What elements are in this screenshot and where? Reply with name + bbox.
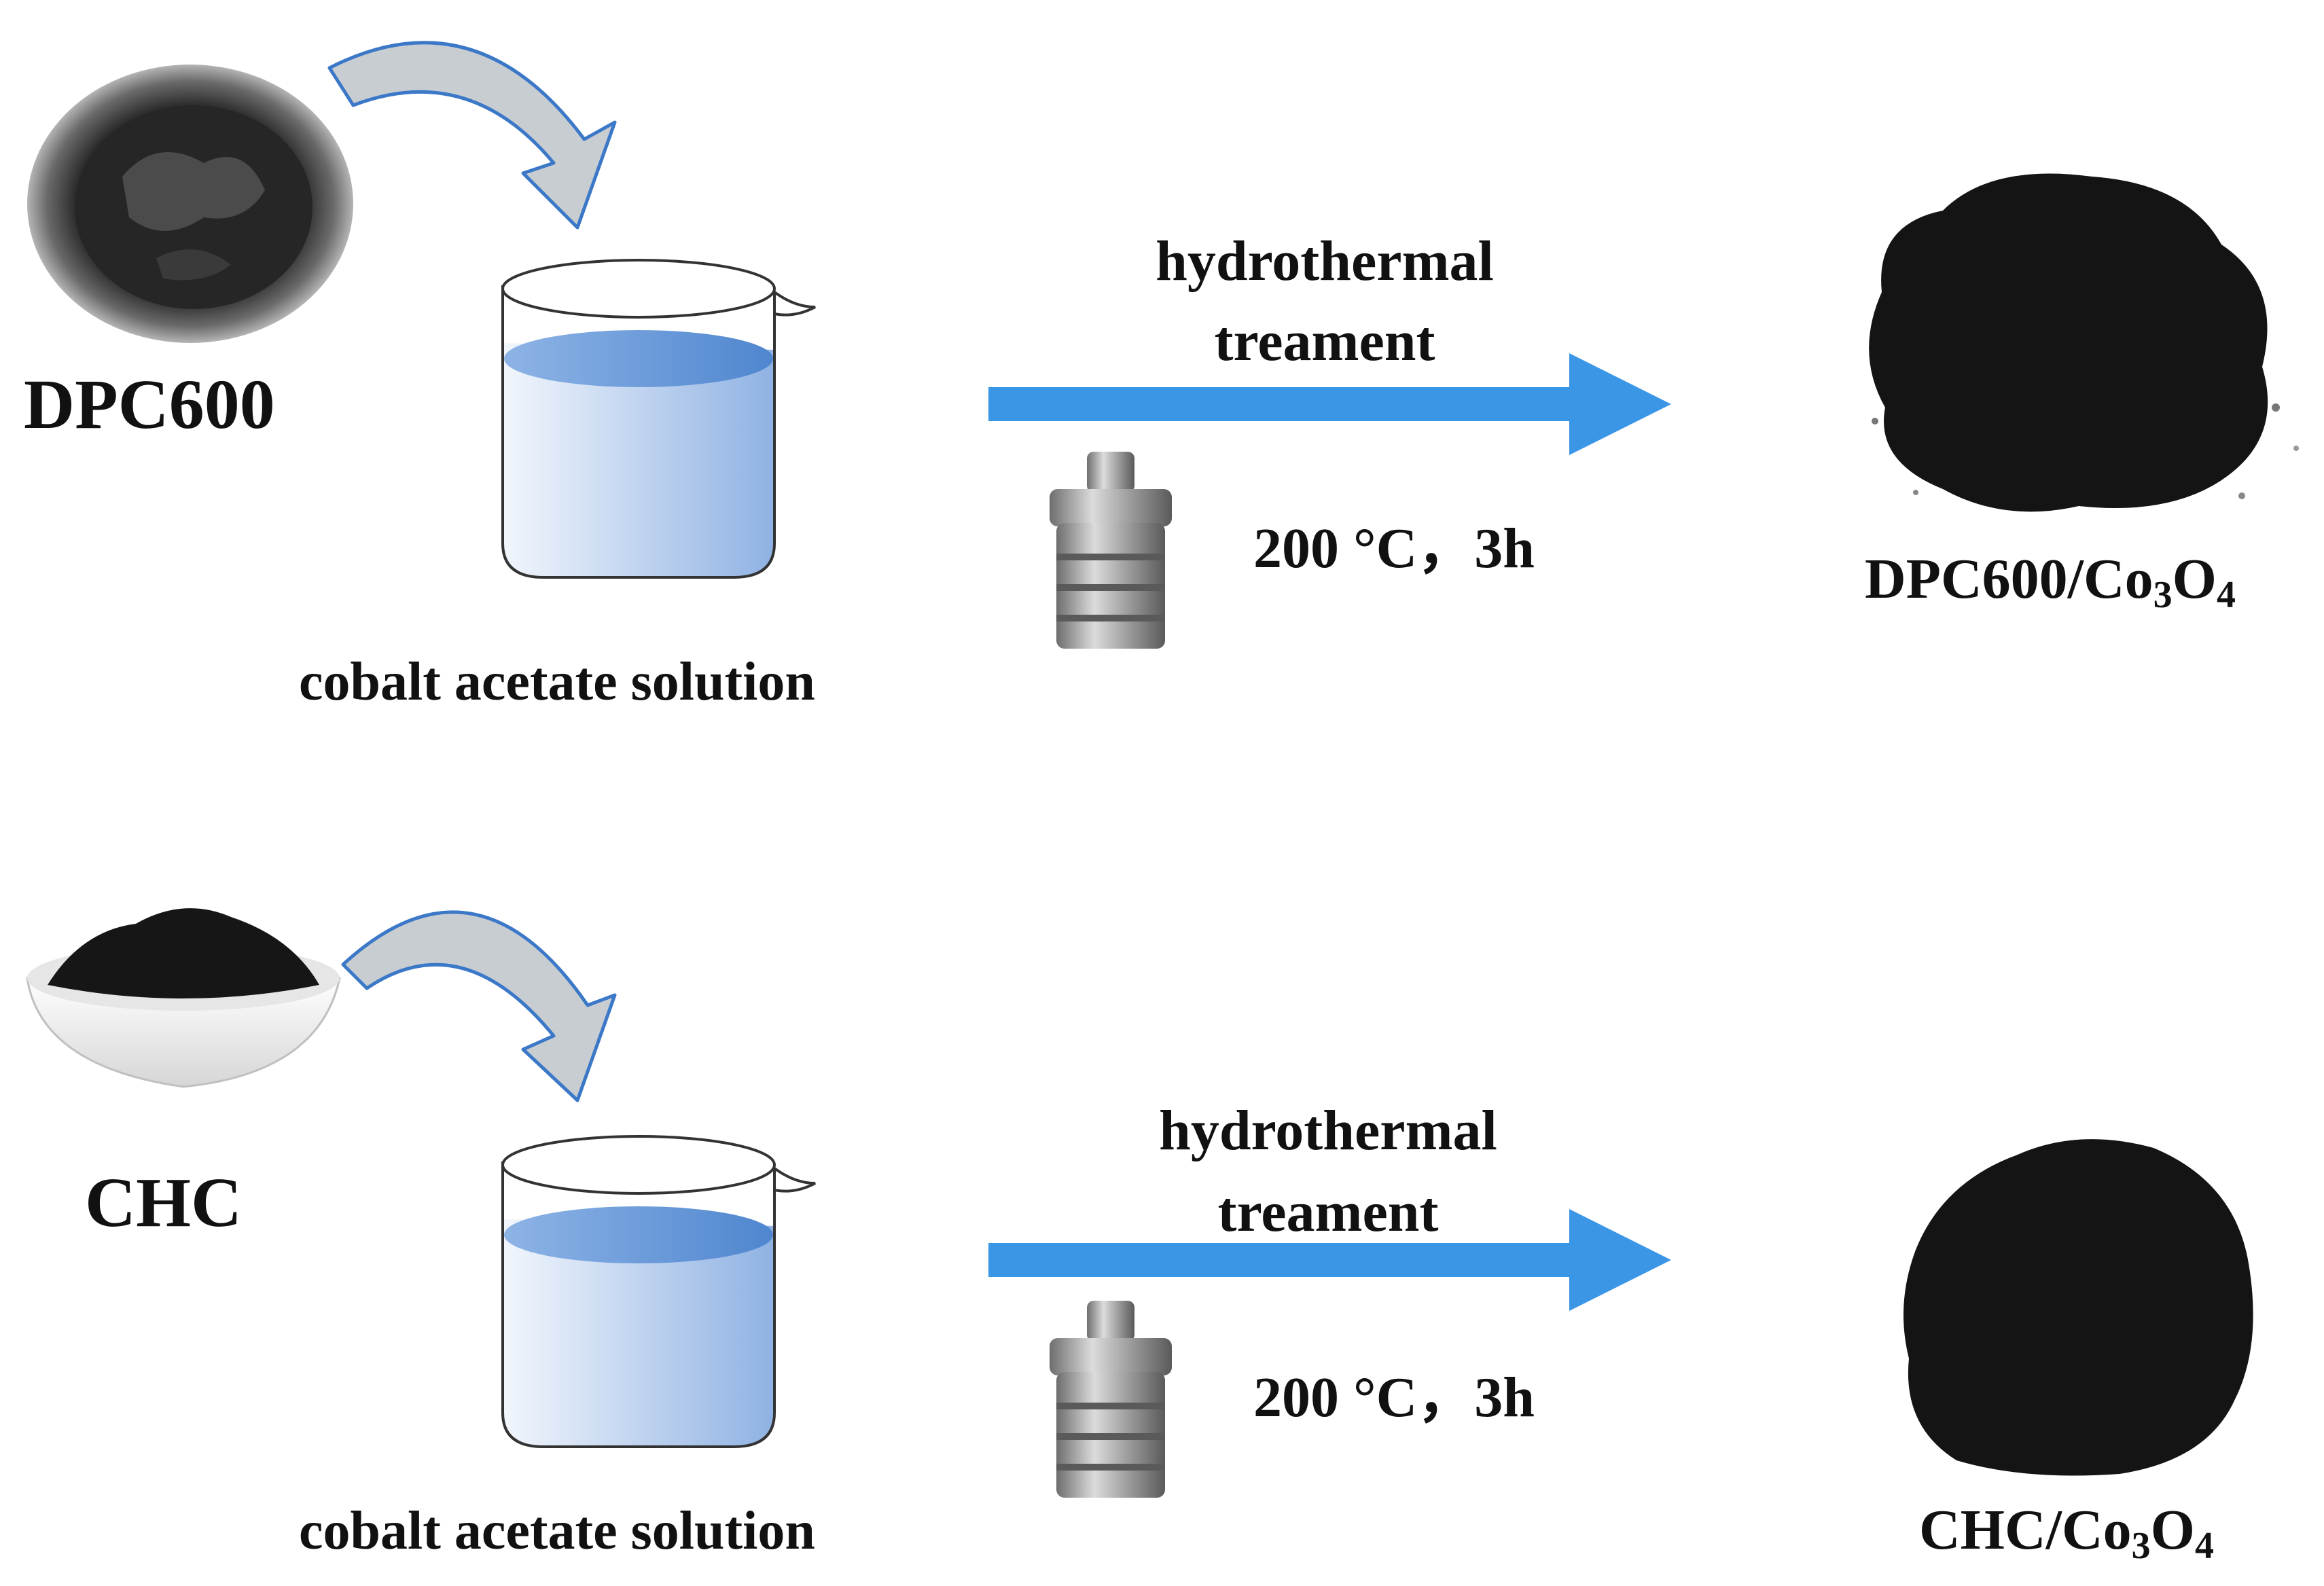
solution-label: cobalt acetate solution — [299, 1501, 815, 1561]
autoclave-icon — [1050, 452, 1172, 649]
product-label: DPC600/Co3O4 — [1865, 547, 2236, 616]
precursor-label: DPC600 — [24, 365, 275, 444]
curved-arrow-icon — [327, 41, 617, 230]
row-chc: CHC cobalt acetate solution hydrothermal… — [26, 908, 2253, 1567]
precursor-label: CHC — [85, 1164, 242, 1242]
curved-arrow-icon — [341, 910, 617, 1102]
process-arrow-icon — [988, 1209, 1671, 1311]
conditions-label: 200 °C，3h — [1253, 517, 1535, 580]
powder-photo-icon — [26, 908, 341, 1088]
process-label-line2: treament — [1218, 1181, 1439, 1244]
powder-photo-icon — [1869, 173, 2299, 512]
process-label-line2: treament — [1215, 310, 1435, 373]
process-label-line1: hydrothermal — [1159, 1099, 1497, 1162]
product-label: CHC/Co3O4 — [1919, 1498, 2214, 1567]
beaker-icon — [501, 1135, 816, 1448]
row-dpc600: DPC600 cobalt acetate solution hydrother… — [24, 41, 2299, 712]
powder-photo-icon — [27, 65, 353, 343]
process-arrow-icon — [988, 353, 1671, 455]
powder-photo-icon — [1903, 1139, 2253, 1476]
beaker-icon — [501, 259, 816, 579]
process-label-line1: hydrothermal — [1156, 230, 1494, 293]
conditions-label: 200 °C，3h — [1253, 1366, 1535, 1429]
solution-label: cobalt acetate solution — [299, 652, 815, 712]
autoclave-icon — [1050, 1301, 1172, 1498]
